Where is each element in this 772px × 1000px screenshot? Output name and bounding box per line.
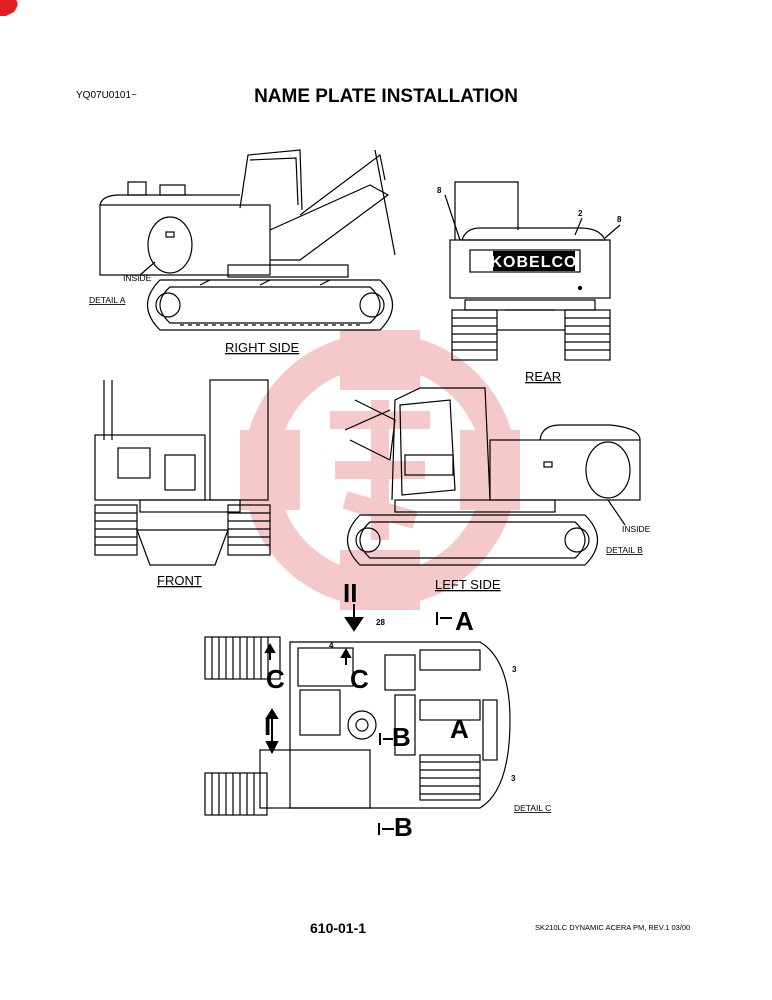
page-number: 610-01-1 <box>310 920 367 936</box>
section-mark-C-left: C <box>266 664 285 694</box>
detail-b-label: DETAIL B <box>606 545 643 555</box>
top-view <box>204 636 511 816</box>
callout-8-right: 8 <box>617 215 622 224</box>
section-mark-II: II <box>343 578 357 608</box>
section-mark-C-mid: C <box>350 664 369 694</box>
front-caption: FRONT <box>157 573 202 588</box>
section-mark-A-mid: A <box>450 714 469 744</box>
front-view <box>94 379 271 566</box>
callout-2: 2 <box>578 209 583 218</box>
left-side-caption: LEFT SIDE <box>435 577 501 592</box>
callout-8-left: 8 <box>437 186 442 195</box>
detail-a-label: DETAIL A <box>89 295 126 305</box>
page-title: NAME PLATE INSTALLATION <box>254 86 518 107</box>
callout-4: 4 <box>329 641 334 650</box>
rear-caption: REAR <box>525 369 561 384</box>
right-side-caption: RIGHT SIDE <box>225 340 299 355</box>
inside-label-a: INSIDE <box>123 273 152 283</box>
callout-3-top: 3 <box>512 665 517 674</box>
brand-name: KOBELCO <box>491 254 578 271</box>
rear-view <box>444 181 621 361</box>
detail-c-label: DETAIL C <box>514 803 551 813</box>
serial-number: YQ07U0101~ <box>76 90 137 101</box>
section-mark-I: I <box>264 711 271 741</box>
right-side-view <box>99 149 396 331</box>
section-mark-B-bottom: B <box>394 812 413 842</box>
callout-3-bottom: 3 <box>511 774 516 783</box>
left-side-view <box>344 387 641 566</box>
footer-reference: SK210LC DYNAMIC ACERA PM, REV.1 03/00 <box>535 923 691 932</box>
corner-mark-icon <box>0 0 18 16</box>
callout-28: 28 <box>376 618 385 627</box>
brand-plate <box>493 251 575 271</box>
watermark-logo <box>240 330 520 610</box>
section-arrows <box>264 604 452 835</box>
section-mark-B-mid: B <box>392 722 411 752</box>
section-mark-A-top: A <box>455 606 474 636</box>
inside-label-b: INSIDE <box>622 524 651 534</box>
